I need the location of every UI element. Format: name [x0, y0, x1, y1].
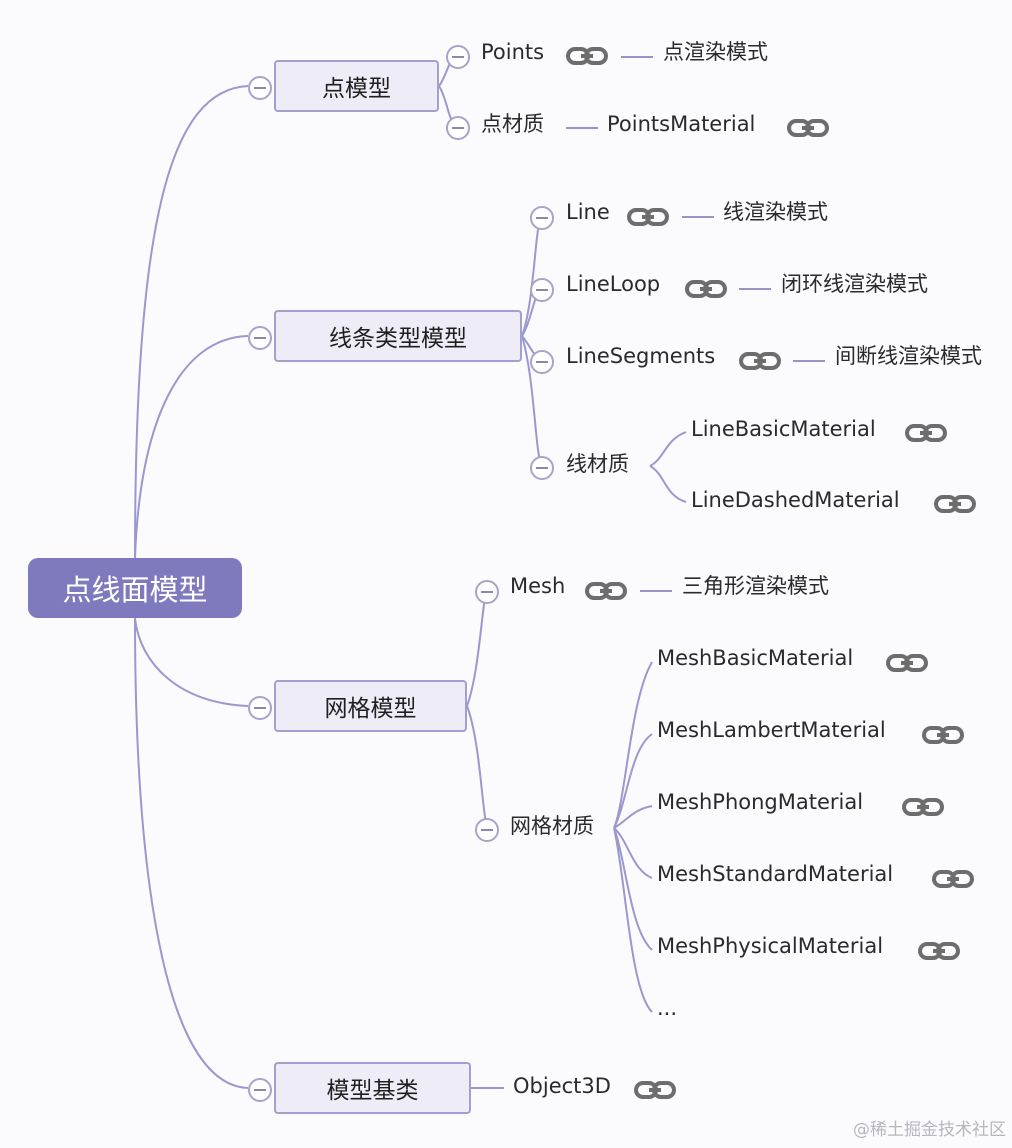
link-icon[interactable] — [634, 1079, 676, 1101]
connector-mesh-material — [466, 705, 488, 829]
link-icon[interactable] — [932, 868, 974, 890]
node-points[interactable]: Points — [481, 40, 545, 64]
node-linesegments-desc[interactable]: 间断线渲染模式 — [835, 344, 982, 368]
collapse-icon[interactable] — [475, 580, 499, 604]
link-icon[interactable] — [585, 580, 627, 602]
branch-to-base-model — [134, 617, 249, 1089]
node-mesh[interactable]: Mesh — [510, 574, 566, 598]
node-line-model[interactable]: 线条类型模型 — [274, 310, 522, 362]
connector-mesh-materials — [613, 661, 653, 1013]
dash — [739, 288, 771, 290]
connector-line-materials-top — [649, 431, 687, 467]
node-mesh-phong-material[interactable]: MeshPhongMaterial — [657, 790, 864, 814]
branch-to-line-model — [134, 335, 249, 559]
collapse-icon[interactable] — [446, 45, 470, 69]
connector-line — [521, 215, 543, 337]
link-icon[interactable] — [886, 652, 928, 674]
node-mesh-material-label[interactable]: 网格材质 — [510, 814, 594, 838]
branch-to-points-model — [134, 85, 249, 559]
dash — [621, 56, 653, 58]
node-points-material-label[interactable]: 点材质 — [481, 112, 544, 136]
collapse-icon[interactable] — [530, 350, 554, 374]
link-icon[interactable] — [566, 45, 608, 67]
node-base-model[interactable]: 模型基类 — [274, 1062, 471, 1114]
node-mesh-standard-material[interactable]: MeshStandardMaterial — [657, 862, 894, 886]
node-mesh-model[interactable]: 网格模型 — [274, 680, 467, 732]
collapse-icon[interactable] — [530, 278, 554, 302]
link-icon[interactable] — [685, 278, 727, 300]
node-lineloop-desc[interactable]: 闭环线渲染模式 — [781, 272, 928, 296]
link-icon[interactable] — [918, 940, 960, 962]
dash — [640, 590, 672, 592]
collapse-icon[interactable] — [530, 206, 554, 230]
node-line-dashed-material[interactable]: LineDashedMaterial — [691, 488, 900, 512]
watermark: @稀土掘金技术社区 — [853, 1120, 1006, 1140]
collapse-icon[interactable] — [248, 76, 272, 100]
node-points-material-name[interactable]: PointsMaterial — [607, 112, 756, 136]
node-points-desc[interactable]: 点渲染模式 — [663, 40, 768, 64]
dash — [566, 127, 598, 129]
node-line-desc[interactable]: 线渲染模式 — [723, 200, 828, 224]
collapse-icon[interactable] — [475, 818, 499, 842]
link-icon[interactable] — [902, 796, 944, 818]
link-icon[interactable] — [627, 206, 669, 228]
collapse-icon[interactable] — [248, 326, 272, 350]
link-icon[interactable] — [739, 350, 781, 372]
dash — [682, 216, 714, 218]
node-mesh-basic-material[interactable]: MeshBasicMaterial — [657, 646, 854, 670]
node-mesh-desc[interactable]: 三角形渲染模式 — [682, 574, 829, 598]
link-icon[interactable] — [934, 493, 976, 515]
collapse-icon[interactable] — [248, 1078, 272, 1102]
link-icon[interactable] — [922, 724, 964, 746]
node-lineloop[interactable]: LineLoop — [566, 272, 661, 296]
link-icon[interactable] — [905, 422, 947, 444]
branch-to-mesh-model — [134, 617, 249, 707]
node-mesh-lambert-material[interactable]: MeshLambertMaterial — [657, 718, 886, 742]
collapse-icon[interactable] — [446, 116, 470, 140]
dash — [793, 360, 825, 362]
node-object3d[interactable]: Object3D — [513, 1074, 611, 1098]
collapse-icon[interactable] — [248, 696, 272, 720]
connector-mesh — [466, 589, 488, 707]
node-mesh-more-materials[interactable]: ... — [657, 996, 678, 1020]
root-node[interactable]: 点线面模型 — [28, 558, 242, 618]
link-icon[interactable] — [787, 117, 829, 139]
connector-line-materials-bottom — [649, 465, 687, 503]
node-mesh-physical-material[interactable]: MeshPhysicalMaterial — [657, 934, 884, 958]
node-line-basic-material[interactable]: LineBasicMaterial — [691, 417, 876, 441]
node-linesegments[interactable]: LineSegments — [566, 344, 716, 368]
node-line[interactable]: Line — [566, 200, 610, 224]
collapse-icon[interactable] — [530, 456, 554, 480]
node-points-model[interactable]: 点模型 — [274, 60, 439, 112]
node-line-material-label[interactable]: 线材质 — [566, 452, 629, 476]
